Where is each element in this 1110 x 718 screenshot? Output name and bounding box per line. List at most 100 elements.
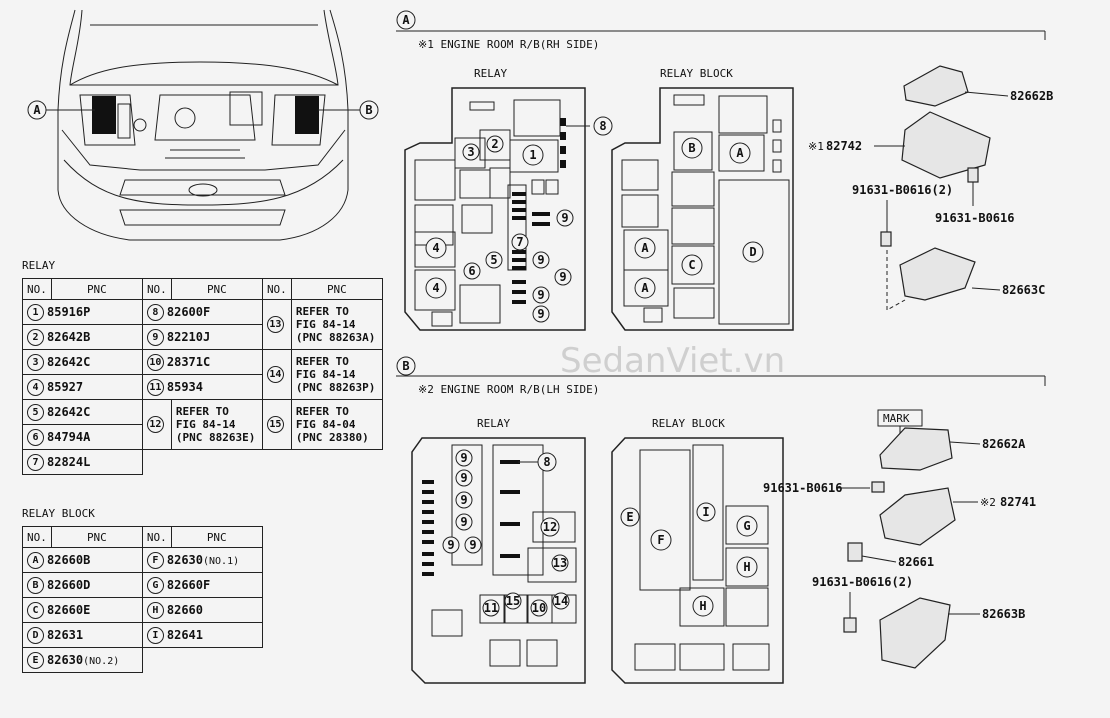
relay-header-no-3: NO. [261,278,292,300]
relay-a-number-label: 9 [537,253,544,267]
block-a-letter-circle [742,241,764,263]
section-a-header: A ※1 ENGINE ROOM R/B(RH SIDE) RELAY RELA… [396,10,1046,80]
block-header-pnc-2: PNC [170,526,263,548]
relay-table-title: RELAY [22,259,56,272]
relay-row: 12 [141,399,172,450]
relay-b-number-label: 9 [469,538,476,552]
section-a-relay-block [611,87,794,331]
relay-a-number-label: 9 [561,211,568,225]
block-a-letter-label: B [688,141,695,155]
part-91631-b0616-a: 91631-B0616 [935,211,1014,225]
part-82742-marker: ※1 [808,140,824,153]
relay-b-number-label: 10 [532,601,546,615]
mark-label: MARK [883,412,910,425]
relay-b-number-circle [455,469,473,487]
block-a-letter-label: D [749,245,756,259]
relay-a-number-label: 6 [468,264,475,278]
section-b-relay-block [611,437,784,684]
relay-b-number-circle [464,536,482,554]
relay-a-number-circle [522,144,544,166]
relay-header-pnc-2: PNC [170,278,263,300]
relay-b-number-label: 9 [447,538,454,552]
section-b-relay-box [411,437,586,684]
block-header-pnc-1: PNC [50,526,143,548]
engine-bay-illustration: A B [27,9,379,241]
relay-a-number-label: 1 [529,148,536,162]
relay-a-number-circle [532,305,550,323]
relay-b-number-label: 12 [543,520,557,534]
block-header-no-2: NO. [141,526,172,548]
block-b-letter-label: H [743,560,750,574]
block-b-letter-circle [736,556,758,578]
block-header-no-1: NO. [22,526,52,548]
relay-b-number-circle [442,536,460,554]
relay-cell: REFER TO FIG 84-04 (PNC 28380) [290,399,383,450]
relay-header-pnc-3: PNC [290,278,383,300]
relay-header-no-2: NO. [141,278,172,300]
part-91631-b0616-b: 91631-B0616 [763,481,842,495]
relay-header-pnc-1: PNC [50,278,143,300]
part-82741-marker: ※2 [980,496,996,509]
block-a-letter-circle [681,137,703,159]
block-b-letter-label: I [702,505,709,519]
block-a-letter-label: A [736,146,744,160]
section-a-parts: 82662B ※1 82742 91631-B0616(2) 91631-B06… [808,65,1053,311]
block-a-letter-circle [634,237,656,259]
relay-b-number-circle [504,592,522,610]
relay-a-number-label: 9 [537,288,544,302]
section-b-letter: B [402,359,409,373]
relay-a-number-label: 3 [467,145,474,159]
callout-a-label: A [33,103,41,117]
relay-a-number-circle [425,277,447,299]
relay-b-number-circle [552,592,570,610]
relay-b-number-label: 9 [460,515,467,529]
relay-b-number-circle [455,491,473,509]
part-91631-b0616-2-a: 91631-B0616(2) [852,183,953,197]
relay-a-number-circle [462,143,480,161]
section-b-relay-label: RELAY [477,417,510,430]
section-a-relay-label: RELAY [474,67,507,80]
relay-b-number-label: 11 [484,601,498,615]
part-82661: 82661 [898,555,934,569]
relay-a-number-circle [485,251,503,269]
relay-a-number-label: 9 [559,270,566,284]
block-b-letter-label: H [699,599,706,613]
block-a-letter-label: A [641,281,649,295]
watermark: SedanViet.vn [560,341,785,381]
relay-a-number-circle [486,135,504,153]
section-a-relay-block-label: RELAY BLOCK [660,67,733,80]
relay-b-number-circle [455,513,473,531]
relay-cell: REFER TO FIG 84-14 (PNC 88263P) [290,349,383,400]
section-b-header: B ※2 ENGINE ROOM R/B(LH SIDE) RELAY RELA… [396,356,1046,430]
part-82662b: 82662B [1010,89,1053,103]
relay-b-number-circle [537,452,557,472]
relay-b-number-label: 8 [543,455,550,469]
relay-row: 14 [261,349,292,400]
part-82742: 82742 [826,139,862,153]
relay-a-number-label: 8 [599,119,606,133]
relay-a-number-circle [554,268,572,286]
relay-b-number-circle [540,517,560,537]
section-a-letter: A [402,13,410,27]
block-b-letter-circle [736,515,758,537]
block-a-letter-circle [634,277,656,299]
